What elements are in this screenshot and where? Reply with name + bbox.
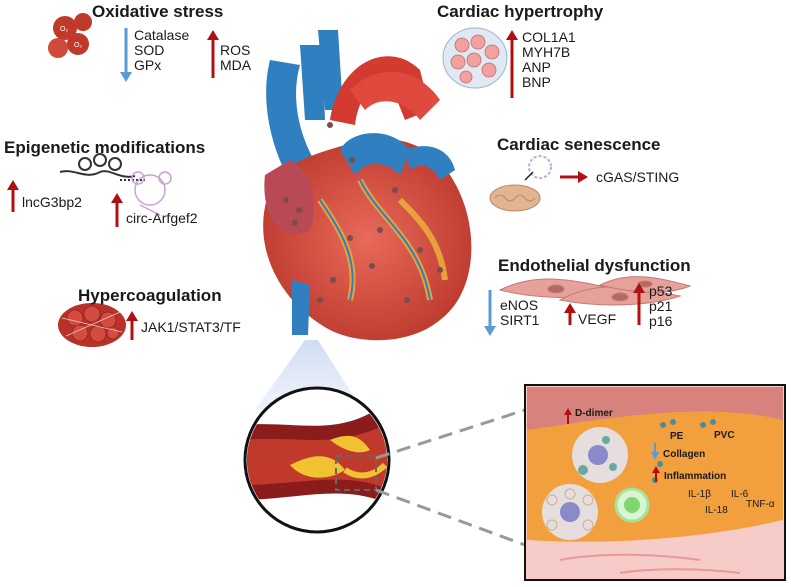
col1a1-label: COL1A1 [522,29,576,45]
inflammation-label: Inflammation [664,471,727,482]
sirt1-label: SIRT1 [500,312,540,328]
p16-label: p16 [649,313,673,329]
pe-label: PE [670,431,684,442]
anp-label: ANP [522,59,551,75]
jak1-stat3-tf-label: JAK1/STAT3/TF [141,319,241,335]
catalase-label: Catalase [134,27,190,43]
endothelial-up-list: p53 p21 p16 [649,284,672,329]
cardiac-senescence-title: Cardiac senescence [497,135,661,154]
circ-arfgef2-label: circ-Arfgef2 [126,210,198,226]
d-dimer-label: D-dimer [575,408,613,419]
cardiac-hypertrophy-title: Cardiac hypertrophy [437,2,604,21]
tnfa-label: TNF-α [746,499,775,510]
enos-label: eNOS [500,297,539,313]
mda-label: MDA [220,57,252,73]
oxidative-down-list: Catalase SOD GPx [134,28,189,73]
il1b-label: IL-1β [688,489,711,500]
endothelial-dysfunction-title: Endothelial dysfunction [498,256,691,275]
vegf-label: VEGF [578,311,617,327]
mitochondria-icon [489,155,552,212]
collagen-label: Collagen [663,449,706,460]
oxidative-stress-title: Oxidative stress [92,2,224,21]
cgas-sting-label: cGAS/STING [596,169,680,185]
vessel-magnifier [243,386,391,534]
myh7b-label: MYH7B [522,44,571,60]
hypercoagulation-title: Hypercoagulation [78,286,222,305]
svg-text:O₂: O₂ [74,42,82,49]
bnp-label: BNP [522,74,551,90]
blood-clot-icon [58,303,126,347]
lncg3bp2-label: lncG3bp2 [22,194,82,210]
p21-label: p21 [649,298,673,314]
ros-label: ROS [220,42,251,58]
heart-illustration [263,30,472,341]
connector-line [375,408,526,460]
endothelial-down-list: eNOS SIRT1 [500,298,539,328]
oxidative-stress-cells-icon: O₂ O₂ [48,13,92,58]
p53-label: p53 [649,283,673,299]
circrna-icon [131,171,172,216]
epigenetic-modifications-title: Epigenetic modifications [4,138,206,157]
gpx-label: GPx [134,57,162,73]
plaque-inset-panel [524,384,786,581]
sod-label: SOD [134,42,165,58]
endothelial-cells-icon [498,276,692,306]
il6-label: IL-6 [731,489,749,500]
il18-label: IL-18 [705,505,728,516]
svg-text:O₂: O₂ [60,26,68,33]
cardiomyocyte-tissue-icon [442,27,508,89]
oxidative-up-list: ROS MDA [220,43,251,73]
hypertrophy-up-list: COL1A1 MYH7B ANP BNP [522,30,576,90]
pvc-label: PVC [714,430,735,441]
